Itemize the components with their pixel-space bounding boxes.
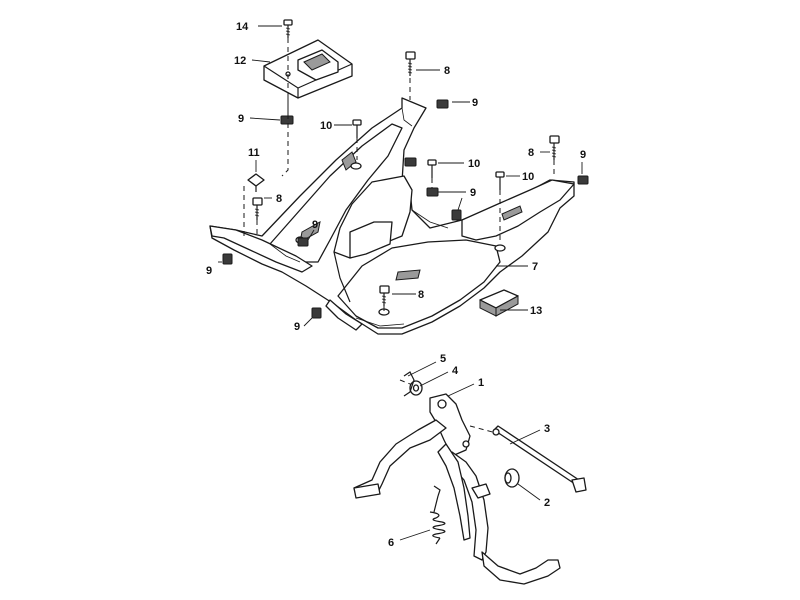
callout-2: 2 [544, 497, 550, 509]
bolt-8-right [549, 135, 560, 160]
callout-11: 11 [248, 147, 260, 159]
callout-9-top-right: 9 [472, 97, 478, 109]
callout-8-top: 8 [444, 65, 450, 77]
bush [504, 468, 520, 488]
callout-9-front-left: 9 [206, 265, 212, 277]
callout-6: 6 [388, 537, 394, 549]
rubber-pad [479, 289, 519, 317]
floor-panel [209, 97, 575, 335]
callout-9-center: 9 [470, 187, 476, 199]
callout-8-left: 8 [276, 193, 282, 205]
screw-10-c [495, 171, 505, 190]
callout-1: 1 [478, 377, 484, 389]
callout-10-center: 10 [468, 158, 480, 170]
callout-9-tunnel: 9 [312, 219, 318, 231]
callout-9-right: 9 [580, 149, 586, 161]
washer [409, 380, 423, 396]
callout-10-right: 10 [522, 171, 534, 183]
bolt-8-floor [379, 285, 390, 306]
callout-14: 14 [236, 21, 249, 33]
callout-10-left: 10 [320, 120, 332, 132]
bolt-8-top [405, 51, 416, 76]
leader-lines [218, 25, 583, 541]
screw-10-a [352, 119, 362, 138]
center-stand [353, 393, 561, 585]
callout-5: 5 [440, 353, 446, 365]
retaining-clip [403, 371, 415, 397]
screw-11 [247, 173, 265, 192]
screw-10-b [427, 159, 437, 178]
callout-8-right: 8 [528, 147, 534, 159]
callout-3: 3 [544, 423, 550, 435]
bolt-8-left [252, 197, 263, 220]
screw-14 [283, 19, 293, 38]
callout-8-floor: 8 [418, 289, 424, 301]
callout-4: 4 [452, 365, 459, 377]
assembly-lines [243, 38, 555, 435]
clip-nut-9 [222, 99, 589, 319]
callout-labels: 14 12 8 9 9 10 11 8 10 8 9 10 9 9 9 7 8 … [206, 21, 586, 549]
callout-9-top-left: 9 [238, 113, 244, 125]
cover-plate [263, 39, 353, 99]
callout-12: 12 [234, 55, 246, 67]
callout-9-bottom: 9 [294, 321, 300, 333]
callout-13: 13 [530, 305, 542, 317]
callout-7: 7 [532, 261, 538, 273]
return-spring [429, 485, 446, 545]
